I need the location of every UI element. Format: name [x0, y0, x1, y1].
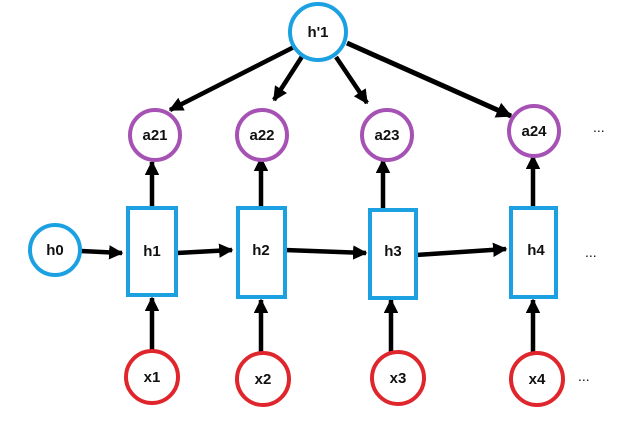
node-a22-label: a22 — [249, 127, 274, 144]
node-h-prime: h'1 — [288, 2, 348, 62]
arrow-h1-to-h2 — [176, 243, 234, 258]
node-a23-label: a23 — [374, 127, 399, 144]
arrow-hprime-to-a24 — [345, 40, 513, 119]
node-x1-label: x1 — [144, 369, 161, 386]
node-a22-circle — [235, 108, 289, 162]
arrow-hprime-to-a22 — [272, 53, 305, 102]
node-a21-label: a21 — [142, 127, 167, 144]
node-h0-label: h0 — [46, 242, 64, 259]
arrow-h2-to-h3 — [284, 245, 368, 260]
cell-h2-box — [236, 206, 287, 299]
cell-h3-label: h3 — [384, 243, 402, 260]
node-h0-circle — [28, 223, 82, 277]
arrow-h3-to-h4 — [415, 242, 508, 258]
node-a23-circle — [360, 108, 414, 162]
node-x4-circle — [509, 351, 565, 407]
input-arrows — [144, 296, 541, 354]
node-a24-label: a24 — [521, 123, 547, 140]
ellipsis-attention-row: ... — [593, 119, 605, 135]
node-x4-label: x4 — [529, 371, 546, 388]
cell-h1-label: h1 — [143, 243, 161, 260]
cell-to-attention-arrows — [144, 154, 541, 210]
node-h-prime-label: h'1 — [307, 24, 328, 41]
arrow-hprime-to-a21 — [168, 43, 298, 113]
rnn-cells: h1 h2 h3 h4 — [126, 206, 558, 300]
node-x2-circle — [235, 351, 291, 407]
node-x1-circle — [124, 349, 180, 405]
attention-nodes: a21 a22 a23 a24 — [128, 104, 561, 162]
cell-h4-label: h4 — [527, 242, 545, 259]
node-h0: h0 — [28, 223, 82, 277]
cell-h1-box — [126, 206, 178, 297]
ellipsis-cell-row: ... — [585, 244, 597, 260]
cell-h2-label: h2 — [252, 242, 270, 259]
cell-h4-box — [509, 206, 558, 299]
arrow-h0-to-h1 — [80, 245, 124, 260]
node-h-prime-circle — [288, 2, 348, 62]
node-a21-circle — [128, 108, 182, 162]
node-x3-circle — [370, 350, 426, 406]
attention-arrows — [168, 40, 513, 119]
node-a24-circle — [507, 104, 561, 158]
node-x3-label: x3 — [390, 370, 407, 387]
ellipsis-input-row: ... — [578, 368, 590, 384]
recurrent-arrows — [80, 242, 508, 260]
arrow-hprime-to-a23 — [334, 55, 369, 105]
input-nodes: x1 x2 x3 x4 — [124, 349, 565, 407]
node-x2-label: x2 — [255, 371, 272, 388]
cell-h3-box — [368, 208, 418, 300]
